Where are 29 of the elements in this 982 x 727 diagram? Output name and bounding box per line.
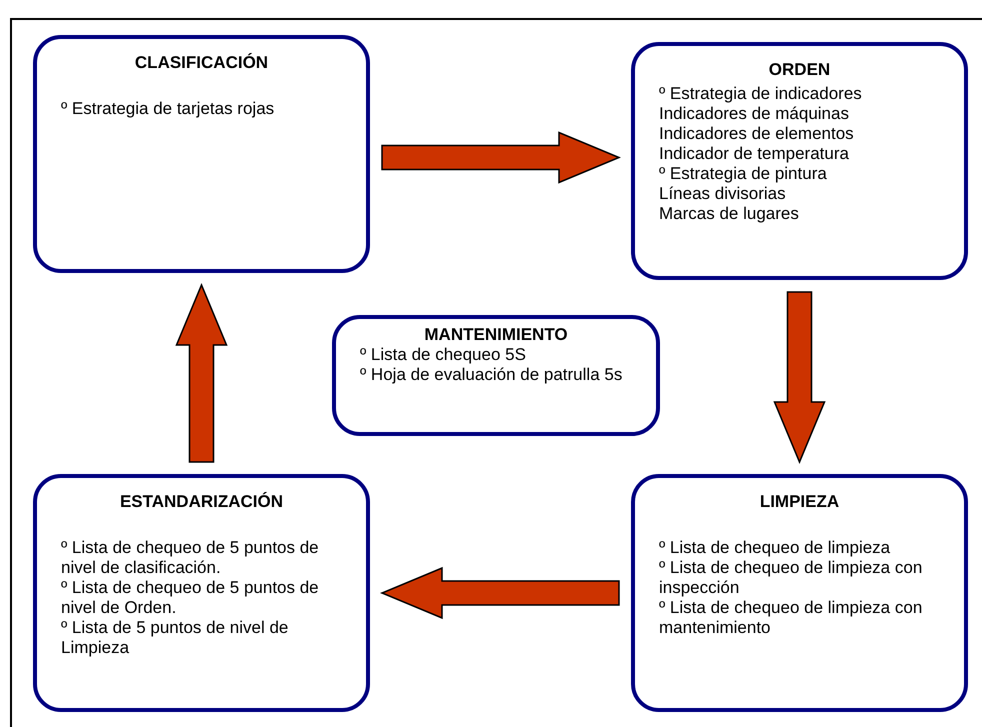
box-heading: ESTANDARIZACIÓN (118, 492, 284, 512)
process-box (631, 474, 968, 712)
process-box (33, 35, 370, 273)
list-item: º Estrategia de pintura (658, 164, 828, 184)
list-item: º Lista de chequeo de 5 puntos de nivel de clasificación. (60, 538, 320, 578)
box-heading: CLASIFICACIÓN (134, 53, 270, 73)
box-heading: LIMPIEZA (758, 492, 840, 512)
list-item: º Hoja de evaluación de patrulla 5s (359, 365, 624, 385)
list-item: º Lista de chequeo de limpieza con mantenimiento (658, 598, 924, 638)
process-box (332, 315, 660, 436)
block-arrow (773, 291, 826, 464)
process-box (33, 474, 370, 712)
list-item: º Lista de chequeo de limpieza (658, 538, 892, 558)
list-item: Indicadores de elementos (658, 124, 855, 144)
list-item: º Estrategia de indicadores (658, 84, 863, 104)
process-box (631, 42, 968, 280)
list-item: º Lista de 5 puntos de nivel de Limpieza (60, 618, 290, 658)
block-arrow (380, 566, 620, 620)
list-item: Indicadores de máquinas (658, 104, 850, 124)
list-item: Indicador de temperatura (658, 144, 850, 164)
list-item: Líneas divisorias (658, 184, 787, 204)
list-item: º Lista de chequeo 5S (359, 345, 527, 365)
block-arrow (381, 131, 621, 184)
box-heading: MANTENIMIENTO (423, 325, 569, 345)
box-heading: ORDEN (768, 60, 832, 80)
list-item: Marcas de lugares (658, 204, 800, 224)
list-item: º Lista de chequeo de 5 puntos de nivel de Orden. (60, 578, 320, 618)
list-item: º Estrategia de tarjetas rojas (60, 99, 276, 119)
block-arrow (175, 283, 228, 463)
